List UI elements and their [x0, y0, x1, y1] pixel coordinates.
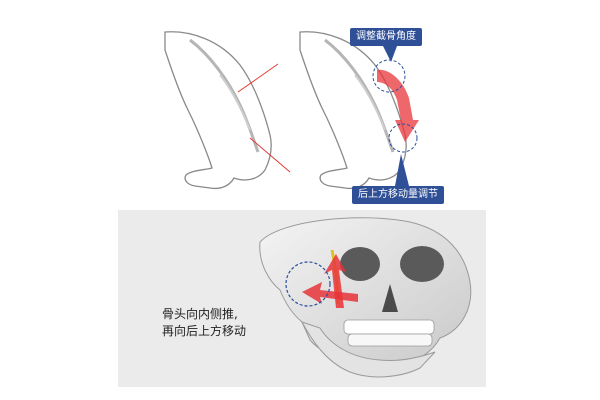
upper-teeth: [343, 319, 435, 335]
dashed-circle-upper: [372, 59, 406, 93]
red-arrow: [377, 69, 419, 142]
eye-socket-right: [400, 246, 444, 282]
dashed-circle-condyle: [285, 261, 331, 307]
mandible: [300, 321, 436, 378]
caption-line-2: 再向后上方移动: [162, 324, 247, 338]
cut-line-upper: [237, 63, 279, 93]
nasal-cavity: [382, 284, 398, 312]
ramus-inner-line-2: [354, 74, 386, 131]
dashed-circle-lower: [388, 123, 418, 153]
skull-illustration: [259, 217, 472, 378]
callout-pointer-bottom: [395, 154, 409, 186]
ramus-after-illustration: [299, 31, 419, 190]
callout-pointer-top: [383, 46, 397, 62]
ramus-inner-line: [189, 38, 260, 153]
eye-socket-left: [340, 247, 380, 281]
cut-line-lower: [249, 137, 291, 173]
adjust-movement-label: 后上方移动量调节: [352, 186, 444, 204]
caption-line-1: 骨头向内侧推,: [162, 307, 238, 321]
caption: 骨头向内侧推, 再向后上方移动: [162, 306, 246, 340]
ramus-inner-line-2: [219, 74, 251, 131]
red-arrow-back: [302, 282, 358, 304]
ramus-outline: [164, 31, 272, 190]
ramus-inner-line: [324, 38, 395, 153]
lower-teeth: [347, 333, 433, 347]
ramus-before-illustration: [164, 31, 291, 190]
adjust-angle-label: 调整截骨角度: [350, 28, 422, 46]
